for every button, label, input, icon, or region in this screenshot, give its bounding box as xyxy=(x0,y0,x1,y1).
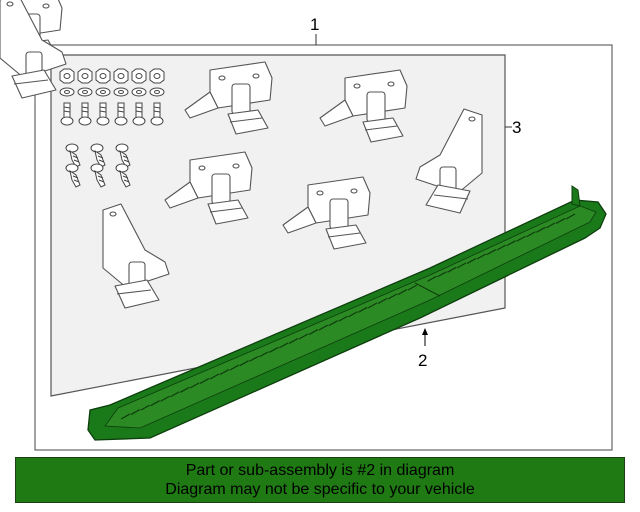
tread-groove xyxy=(160,395,170,402)
tread-groove xyxy=(565,213,576,220)
running-board-treads xyxy=(120,213,576,420)
tread-groove xyxy=(387,293,398,300)
tread-groove xyxy=(338,315,348,322)
tread-groove xyxy=(170,391,180,398)
tread-groove xyxy=(367,302,378,309)
tread-groove xyxy=(219,369,230,376)
tread-groove xyxy=(496,244,507,251)
tread-groove xyxy=(377,297,388,304)
tread-groove xyxy=(130,409,141,416)
tread-groove xyxy=(348,311,358,318)
tread-groove xyxy=(486,249,497,256)
banner-line-2: Diagram may not be specific to your vehi… xyxy=(165,481,475,498)
callout-3-label: 3 xyxy=(512,118,521,137)
callout-1-label: 1 xyxy=(310,15,319,34)
tread-groove xyxy=(180,386,190,393)
tread-groove xyxy=(189,382,200,389)
tread-groove xyxy=(229,364,240,371)
tread-groove xyxy=(199,377,210,384)
tread-groove xyxy=(140,404,151,411)
info-banner: Part or sub-assembly is #2 in diagram Di… xyxy=(15,457,625,503)
hardware-bolts xyxy=(60,102,164,126)
callout-2-label: 2 xyxy=(418,351,427,370)
tread-groove xyxy=(249,355,259,362)
callout-2-arrow xyxy=(422,328,428,335)
tread-groove xyxy=(328,320,338,327)
tread-groove xyxy=(209,373,220,380)
assembly-frame xyxy=(34,44,613,451)
tread-groove xyxy=(555,217,566,224)
tread-groove xyxy=(298,333,309,340)
parts-diagram: 1 3 xyxy=(0,0,613,451)
tread-groove xyxy=(278,342,289,349)
hardware-screws xyxy=(65,143,131,188)
tread-groove xyxy=(545,222,556,229)
tread-groove xyxy=(318,324,329,331)
tread-groove xyxy=(427,275,437,282)
tread-groove xyxy=(407,284,418,291)
banner-line-1: Part or sub-assembly is #2 in diagram xyxy=(185,462,455,479)
tread-groove xyxy=(239,360,249,367)
running-board-end-cap xyxy=(571,185,581,207)
tread-groove xyxy=(536,226,546,233)
tread-groove xyxy=(447,266,457,273)
tread-groove xyxy=(516,235,526,242)
tread-groove xyxy=(476,253,487,260)
tread-groove xyxy=(506,240,516,247)
tread-groove xyxy=(308,329,319,336)
tread-groove xyxy=(150,400,160,407)
tread-groove xyxy=(526,231,536,238)
running-board xyxy=(87,185,607,441)
running-board-top-surface xyxy=(104,205,597,429)
tread-groove xyxy=(269,346,279,353)
tread-groove xyxy=(456,262,467,269)
tread-groove xyxy=(397,289,408,296)
hardware-washers xyxy=(59,87,165,97)
tread-groove xyxy=(288,337,299,344)
tread-groove xyxy=(358,306,368,313)
mounting-brackets xyxy=(0,0,483,309)
hardware-nuts xyxy=(59,68,165,84)
tread-groove xyxy=(120,413,131,420)
tread-groove xyxy=(437,271,447,278)
running-board-seam xyxy=(414,282,441,297)
tread-groove xyxy=(259,351,269,358)
tread-groove xyxy=(466,257,477,264)
